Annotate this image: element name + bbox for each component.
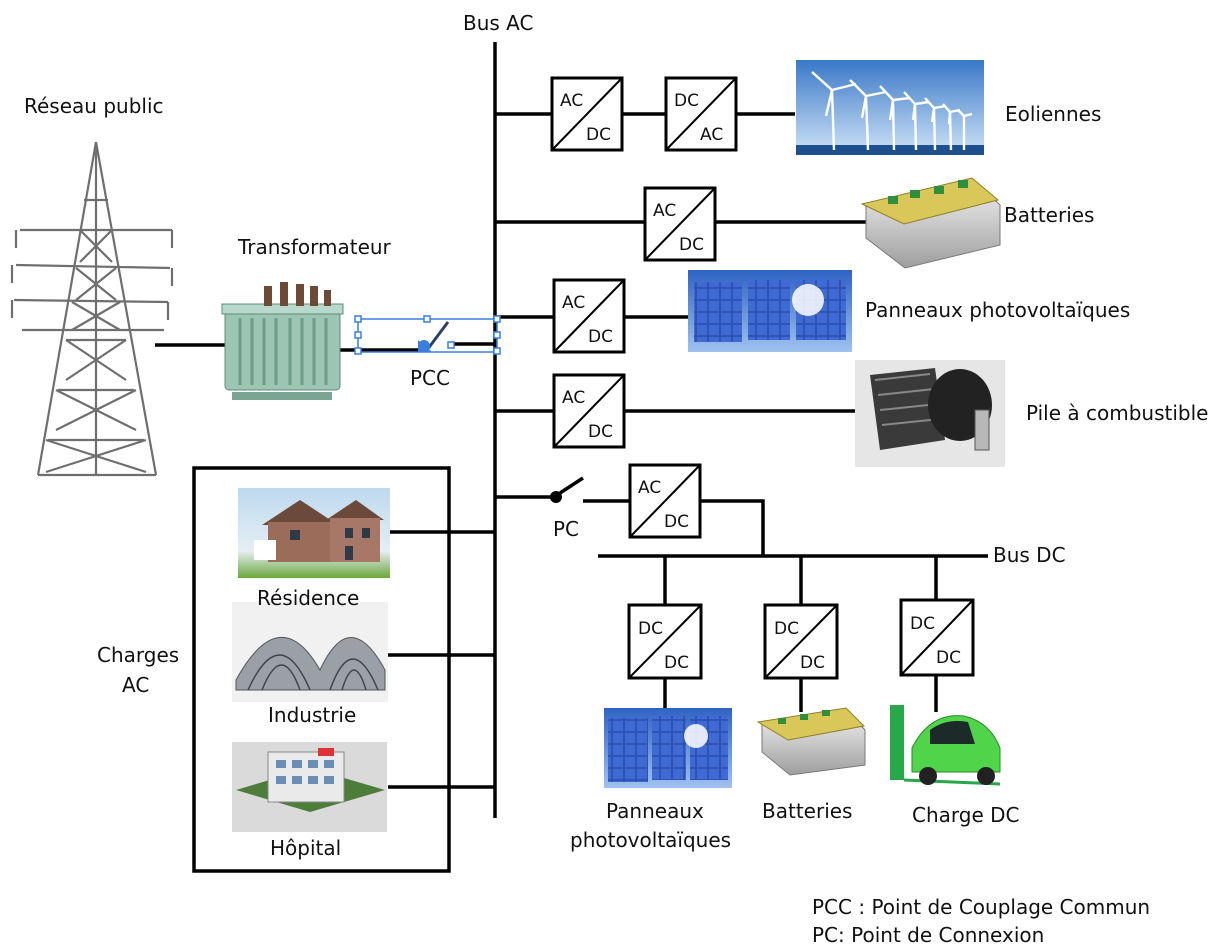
solar-panel-icon [604, 708, 732, 788]
ac-bus-label: Bus AC [463, 11, 533, 35]
svg-text:DC: DC [664, 653, 689, 673]
fuelcell-label: Pile à combustible [1026, 401, 1208, 425]
ac-loads-label-line2: AC [122, 673, 149, 697]
svg-text:DC: DC [638, 619, 663, 639]
svg-text:AC: AC [562, 293, 585, 313]
pc-contact-dot [550, 491, 562, 503]
pc-label: PC [553, 517, 579, 541]
svg-text:DC: DC [679, 235, 704, 255]
battery-ac-label: Batteries [1004, 203, 1094, 227]
converter-to-dcbus-wire [700, 499, 765, 556]
solar-panel-icon [688, 270, 852, 352]
pv-dc-label-line2: photovoltaïques [570, 828, 731, 852]
ev-label: Charge DC [912, 803, 1020, 827]
svg-text:DC: DC [586, 125, 611, 145]
electric-car-icon [890, 705, 1001, 786]
ac-loads-box [192, 466, 451, 873]
legend-pcc: PCC : Point de Couplage Commun [812, 895, 1150, 919]
wind-label: Eoliennes [1005, 102, 1101, 126]
transmission-tower-icon [10, 141, 174, 477]
svg-text:DC: DC [674, 91, 699, 111]
svg-text:DC: DC [800, 653, 825, 673]
industrial-building-icon [232, 602, 388, 702]
dc-bus-label: Bus DC [993, 543, 1066, 567]
transformer-label: Transformateur [237, 235, 392, 259]
pv-ac-label: Panneaux photovoltaïques [865, 298, 1130, 322]
legend-pc: PC: Point de Connexion [812, 923, 1044, 947]
hospital-icon [232, 742, 387, 832]
svg-text:DC: DC [774, 619, 799, 639]
svg-text:AC: AC [562, 388, 585, 408]
wiring [155, 42, 988, 818]
svg-text:AC: AC [560, 91, 583, 111]
svg-text:AC: AC [653, 201, 676, 221]
pc-switch-blade [559, 476, 584, 495]
svg-text:DC: DC [588, 422, 613, 442]
wind-turbines-icon [796, 60, 984, 155]
transformer-icon [221, 282, 344, 400]
svg-text:DC: DC [910, 614, 935, 634]
house-icon [238, 488, 390, 578]
ac-loads-label-line1: Charges [97, 643, 179, 667]
residence-label: Résidence [257, 586, 359, 610]
svg-text:AC: AC [638, 478, 661, 498]
pv-dc-label-line1: Panneaux [606, 799, 704, 823]
pcc-label: PCC [410, 366, 450, 390]
industry-label: Industrie [268, 703, 356, 727]
grid-label: Réseau public [24, 94, 164, 118]
svg-text:DC: DC [664, 512, 689, 532]
svg-text:AC: AC [700, 125, 723, 145]
battery-dc-label: Batteries [762, 799, 852, 823]
svg-text:DC: DC [588, 327, 613, 347]
hospital-label: Hôpital [270, 836, 341, 860]
battery-icon [860, 177, 1001, 269]
fuel-cell-icon [855, 360, 1005, 467]
svg-text:DC: DC [936, 648, 961, 668]
pcc-switch[interactable] [354, 315, 501, 355]
battery-icon [756, 707, 866, 776]
